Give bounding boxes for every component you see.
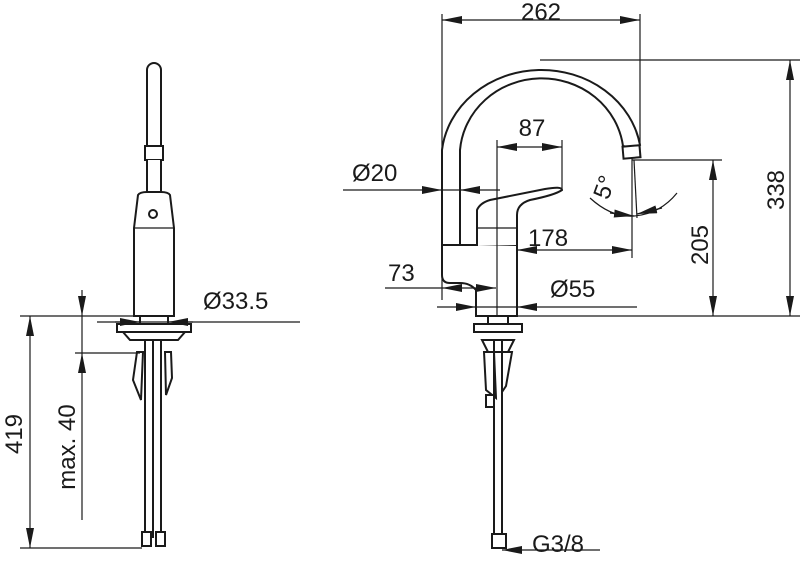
dim-diameter-33-5: Ø33.5 (203, 288, 268, 315)
cartridge-screw-icon (148, 209, 158, 219)
dim-offset-73: 73 (388, 260, 415, 287)
front-faucet-outline (441, 68, 642, 549)
dim-spout-height-205: 205 (687, 225, 714, 265)
side-faucet-outline (116, 62, 192, 547)
dim-height-419: 419 (1, 414, 28, 454)
side-view: 419 max. 40 Ø33.5 (1, 62, 300, 549)
dim-height-338: 338 (763, 170, 790, 210)
dim-lever-87: 87 (519, 115, 546, 142)
dim-spout-diameter-20: Ø20 (352, 160, 397, 187)
dim-width-262: 262 (521, 0, 561, 26)
dim-base-diameter-55: Ø55 (550, 276, 595, 303)
dim-angle-5: 5° (588, 172, 621, 203)
dim-reach-178: 178 (528, 225, 568, 252)
dim-connection-g3-8: G3/8 (532, 531, 584, 558)
dimension-lines-front (343, 14, 800, 554)
dimension-lines-side (20, 290, 300, 549)
dim-max-40: max. 40 (54, 404, 81, 489)
front-view: 262 338 205 87 Ø20 178 73 Ø55 5° G3/8 (343, 0, 800, 558)
